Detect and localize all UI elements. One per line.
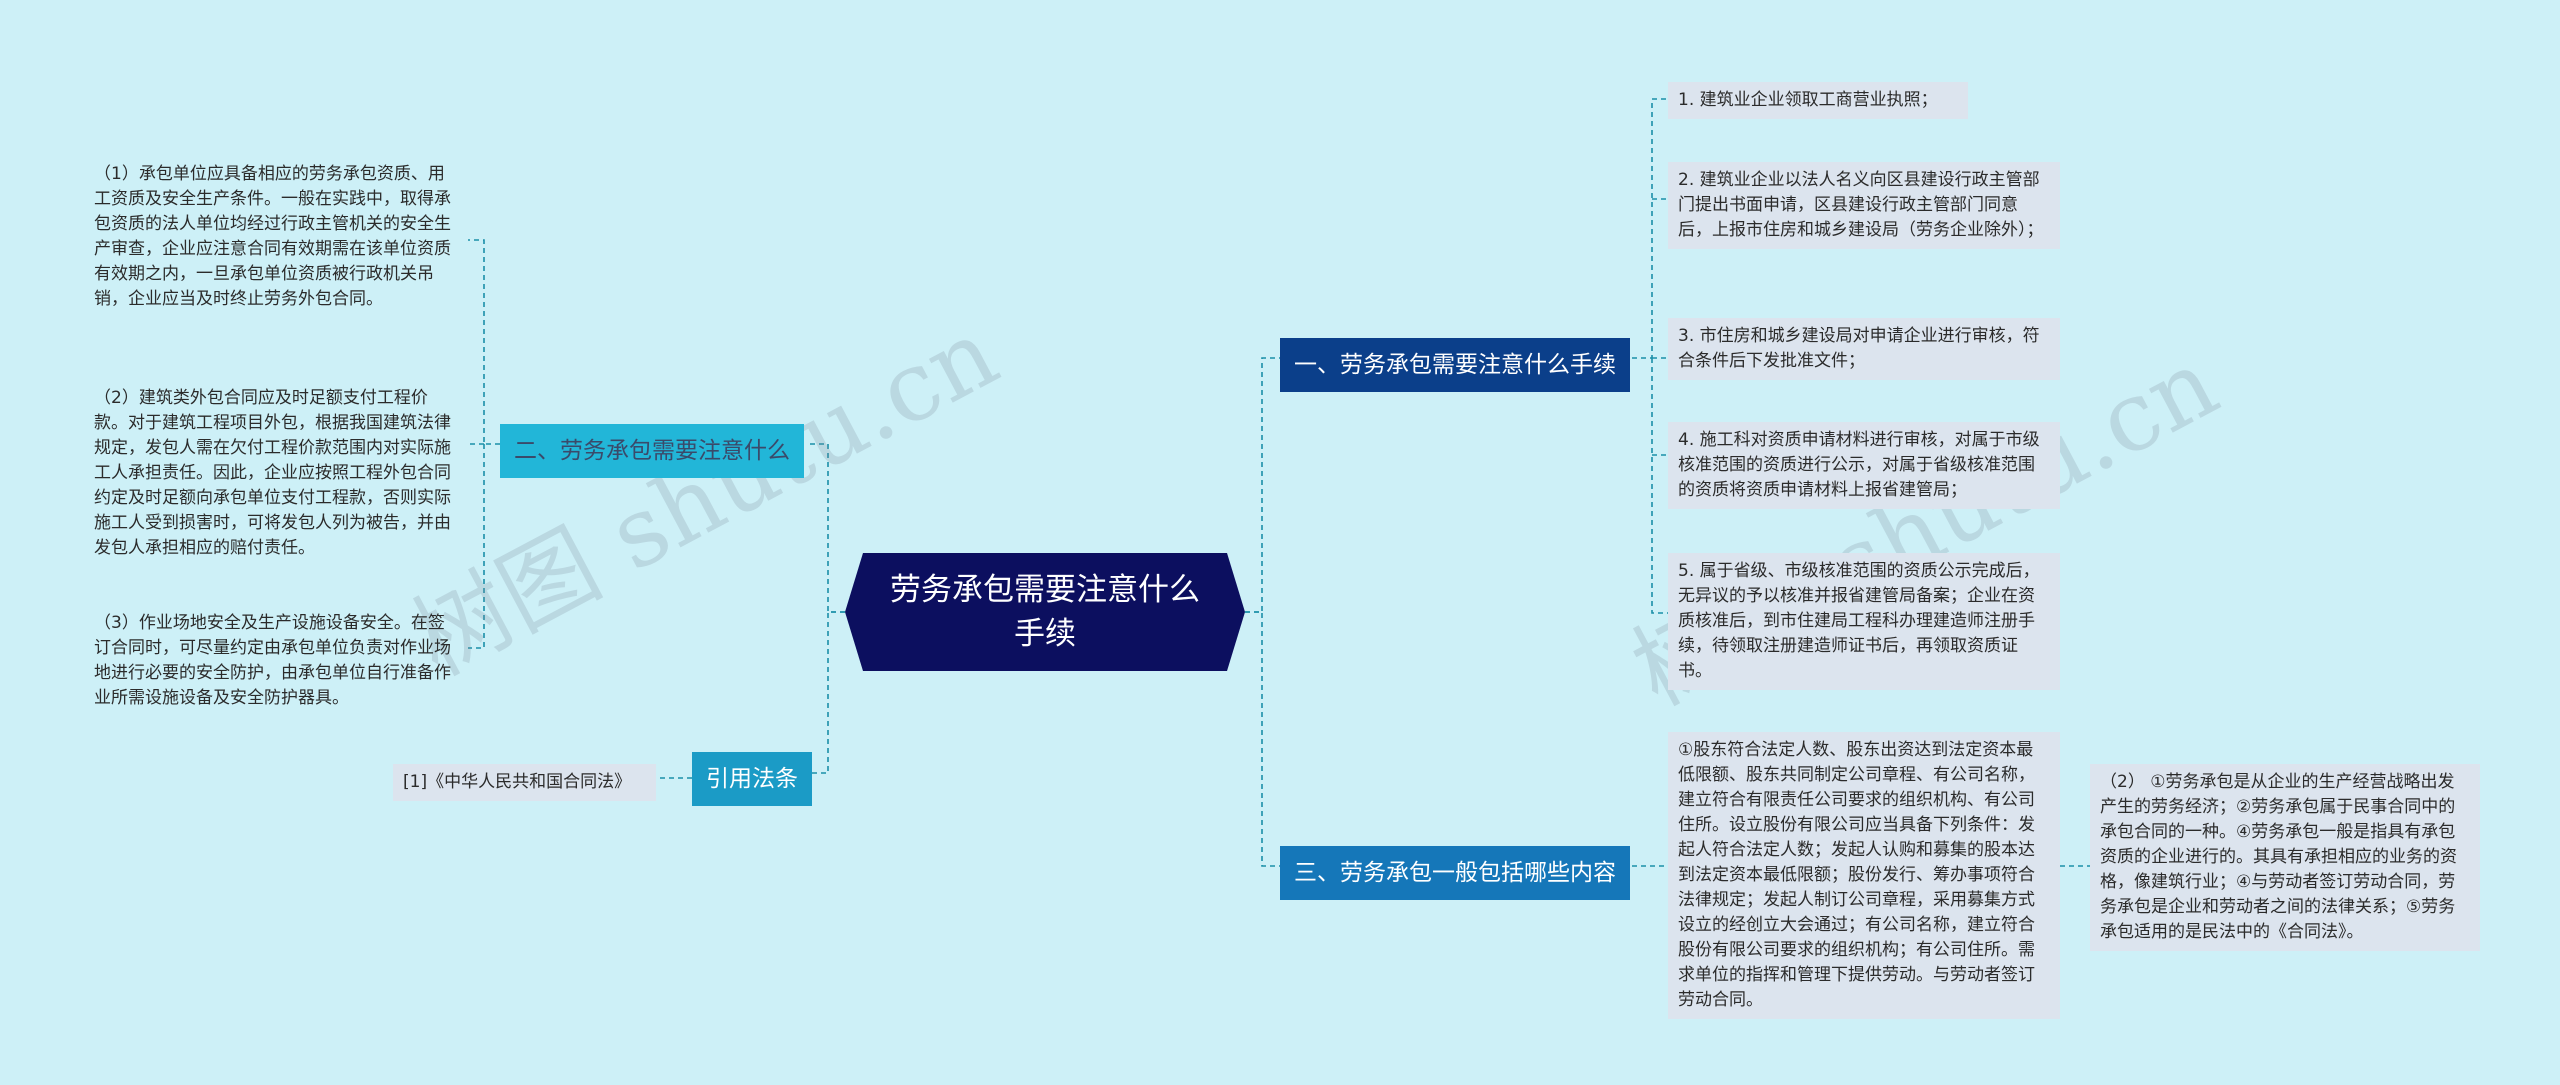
link-center-law [810,611,845,774]
branch-law[interactable]: 引用法条 [692,752,812,806]
link-procedures-items [1632,98,1668,614]
procedure-step-4[interactable]: 4. 施工科对资质申请材料进行审核，对属于市级核准范围的资质进行公示，对属于省级… [1668,422,2060,509]
law-citation[interactable]: [1]《中华人民共和国合同法》 [393,764,656,801]
note-item-1[interactable]: （1）承包单位应具备相应的劳务承包资质、用工资质及安全生产条件。一般在实践中，取… [94,164,451,309]
procedure-step-2[interactable]: 2. 建筑业企业以法人名义向区县建设行政主管部门提出书面申请，区县建设行政主管部… [1668,162,2060,249]
link-center-notes [810,443,845,613]
link-center-procedures [1245,357,1280,613]
branch-notes[interactable]: 二、劳务承包需要注意什么 [500,424,804,478]
procedure-step-3[interactable]: 3. 市住房和城乡建设局对申请企业进行审核，符合条件后下发批准文件； [1668,318,2060,380]
content-subitem[interactable]: （2） ①劳务承包是从企业的生产经营战略出发产生的劳务经济；②劳务承包属于民事合… [2090,764,2480,951]
note-item-2[interactable]: （2）建筑类外包合同应及时足额支付工程价款。对于建筑工程项目外包，根据我国建筑法… [94,388,451,558]
link-center-content [1245,611,1280,867]
procedure-step-5[interactable]: 5. 属于省级、市级核准范围的资质公示完成后，无异议的予以核准并报省建管局备案；… [1668,553,2060,690]
content-item[interactable]: ①股东符合法定人数、股东出资达到法定资本最低限额、股东共同制定公司章程、有公司名… [1668,732,2060,1019]
link-notes-items [468,239,500,649]
branch-content[interactable]: 三、劳务承包一般包括哪些内容 [1280,846,1630,900]
central-topic[interactable]: 劳务承包需要注意什么手续 [845,553,1245,671]
branch-procedures[interactable]: 一、劳务承包需要注意什么手续 [1280,338,1630,392]
note-item-3[interactable]: （3）作业场地安全及生产设施设备安全。在签订合同时，可尽量约定由承包单位负责对作… [94,613,451,708]
procedure-step-1[interactable]: 1. 建筑业企业领取工商营业执照； [1668,82,1968,119]
